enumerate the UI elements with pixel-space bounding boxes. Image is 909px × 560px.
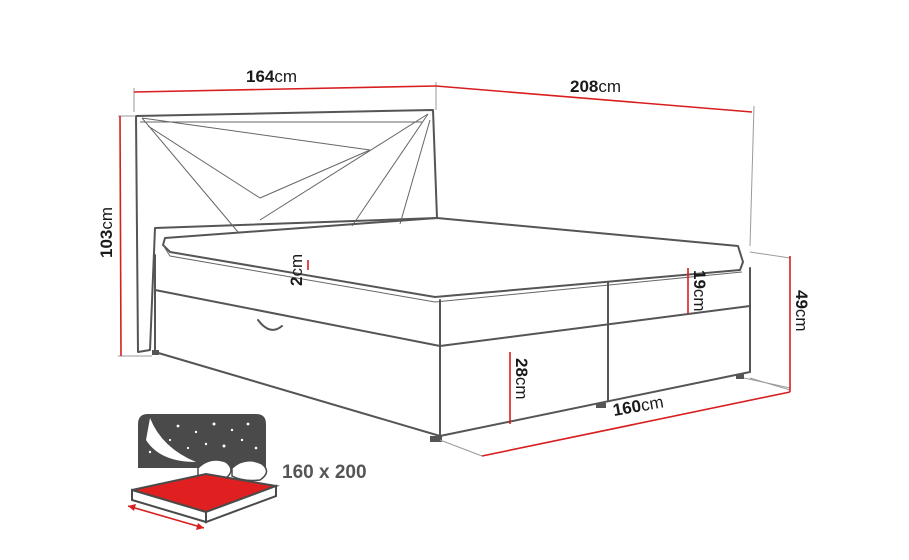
pillow-icon — [231, 460, 268, 482]
headboard-width-label: 164cm — [246, 67, 297, 86]
topper-label: 2cm — [287, 254, 306, 286]
headboard-height-line — [119, 115, 122, 357]
mattress-size-icon — [127, 414, 280, 530]
bed-drawing — [135, 109, 751, 442]
sleeping-area-size-label: 160 x 200 — [282, 462, 367, 483]
dimension-labels: 164cm 208cm 160cm 103cm 49cm 2cm 19cm 28… — [97, 67, 811, 420]
headboard-height-label: 103cm — [97, 207, 116, 258]
bed-width-label: 160cm — [611, 392, 665, 420]
bed-width-line — [481, 391, 791, 457]
bed-foot — [430, 436, 442, 442]
headboard — [135, 109, 438, 353]
bed-foot — [152, 350, 159, 355]
headboard-width-line — [133, 85, 437, 93]
mattress-height-label: 19cm — [690, 270, 709, 312]
total-length-line — [435, 85, 753, 113]
bed-foot — [596, 403, 606, 408]
storage-handle — [257, 319, 283, 331]
extension-lines — [118, 82, 791, 457]
dimension-lines — [119, 85, 791, 457]
total-length-label: 208cm — [570, 77, 621, 96]
base-height-label: 28cm — [512, 358, 531, 400]
bed-foot — [736, 374, 744, 379]
headboard-pattern — [140, 113, 431, 233]
mattress-top — [162, 217, 744, 298]
total-height-label: 49cm — [792, 290, 811, 332]
stars-icon — [148, 422, 258, 454]
